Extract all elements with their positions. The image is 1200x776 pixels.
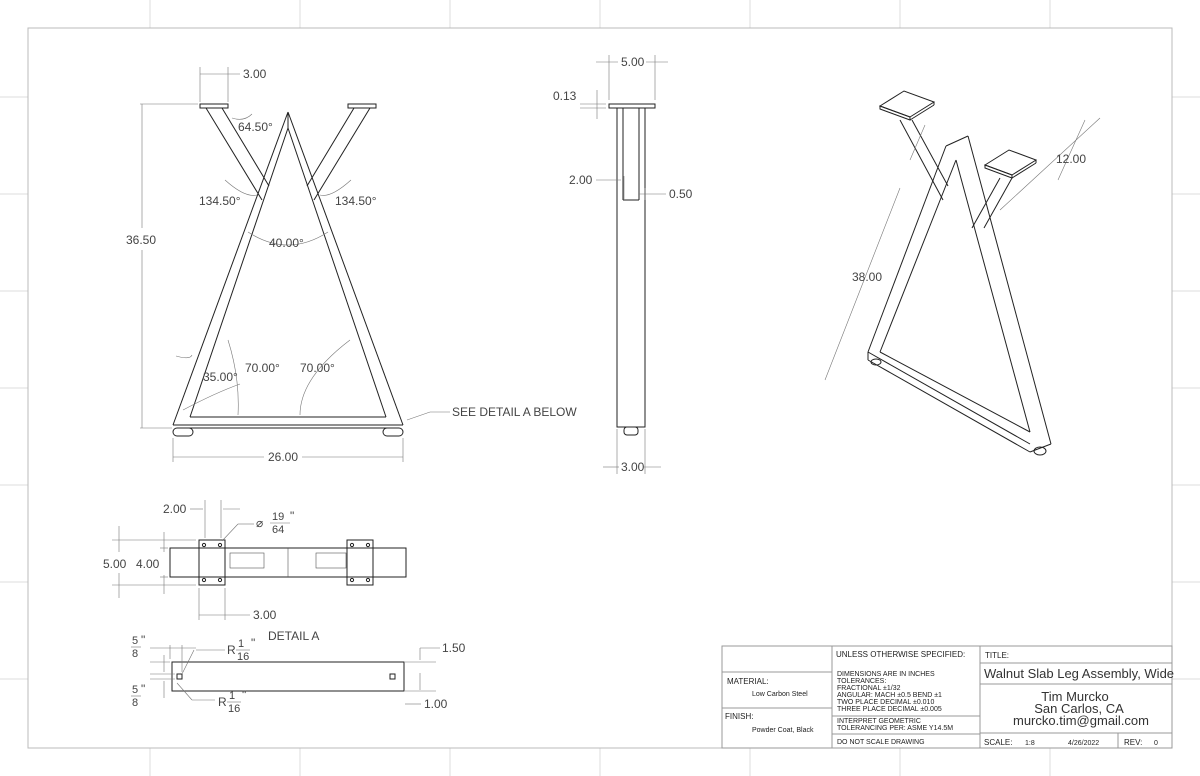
dim-outer: 5.00 (103, 557, 127, 571)
dim-hole-offset: 2.00 (163, 502, 187, 516)
finish-label: FINISH: (725, 712, 753, 721)
callout-detail-a: SEE DETAIL A BELOW (452, 405, 577, 419)
dim-plate-len: 3.00 (253, 608, 277, 622)
dim-plate-width: 5.00 (621, 55, 645, 69)
left-top-plate (199, 103, 229, 109)
rev-value: 0 (1154, 740, 1158, 747)
bot-frac-den: 8 (132, 697, 138, 709)
plate-view: 2.00 ⌀ 19 64 " 5.00 4.00 3.00 (103, 500, 407, 622)
spec-line-1: TOLERANCES: (837, 678, 886, 685)
r-top-label: R (227, 643, 236, 657)
dim-angle-left: 134.50° (199, 194, 241, 208)
dim-slot-depth: 2.00 (569, 173, 593, 187)
bot-frac-num: 5 (132, 684, 138, 696)
author-email: murcko.tim@gmail.com (1013, 713, 1149, 728)
hole-dia-unit: " (290, 509, 294, 523)
no-scale: DO NOT SCALE DRAWING (837, 739, 925, 746)
r-top-den: 16 (237, 651, 249, 663)
geom-line-2: TOLERANCING PER: ASME Y14.5M (837, 725, 953, 732)
spec-line-4: TWO PLACE DECIMAL ±0.010 (837, 699, 934, 706)
top-frac-inch: " (141, 633, 145, 647)
top-frac-num: 5 (132, 635, 138, 647)
hole-dia-num: 19 (272, 511, 284, 523)
dim-iso-offset: 12.00 (1056, 152, 1086, 166)
top-frac-den: 8 (132, 648, 138, 660)
front-view: 3.00 36.50 26.00 64.50° 134.50° 134.50° … (126, 67, 577, 464)
scale-value: 1:8 (1025, 740, 1035, 747)
spec-line-0: DIMENSIONS ARE IN INCHES (837, 671, 935, 678)
dim-right-bot: 1.00 (424, 697, 448, 711)
dim-plate-thickness: 0.13 (553, 89, 577, 103)
scale-label: SCALE: (984, 738, 1012, 747)
r-bot-label: R (218, 695, 227, 709)
dim-angle-base-right: 70.00° (300, 361, 335, 375)
bot-frac-inch: " (141, 682, 145, 696)
dim-angle-inner: 64.50° (238, 120, 273, 134)
dim-angle-corner: 35.00° (203, 370, 238, 384)
geom-line-1: INTERPRET GEOMETRIC (837, 718, 921, 725)
title-label: TITLE: (985, 651, 1009, 660)
dim-apex-angle: 40.00° (269, 236, 304, 250)
material-value: Low Carbon Steel (752, 691, 808, 698)
detail-a-title: DETAIL A (268, 629, 319, 643)
author-name: Tim Murcko (1041, 689, 1108, 704)
dim-leg-width: 3.00 (621, 460, 645, 474)
date: 4/26/2022 (1068, 740, 1099, 747)
r-top-inch: " (251, 636, 255, 650)
spec-line-2: FRACTIONAL ±1/32 (837, 685, 901, 692)
spec-line-5: THREE PLACE DECIMAL ±0.005 (837, 706, 942, 713)
right-top-plate (347, 103, 377, 109)
iso-view: 38.00 12.00 (824, 90, 1101, 456)
r-bot-den: 16 (228, 703, 240, 715)
spec-line-3: ANGULAR: MACH ±0.5 BEND ±1 (837, 692, 942, 699)
r-bot-inch: " (242, 688, 246, 702)
dim-inner: 4.00 (136, 557, 160, 571)
r-bot-num: 1 (229, 690, 235, 702)
title-value: Walnut Slab Leg Assembly, Wide (984, 666, 1174, 681)
dim-top-width: 3.00 (243, 67, 267, 81)
dim-angle-base-left: 70.00° (245, 361, 280, 375)
dim-angle-right: 134.50° (335, 194, 377, 208)
hole-dia-den: 64 (272, 524, 284, 536)
material-label: MATERIAL: (727, 677, 769, 686)
author-city: San Carlos, CA (1034, 701, 1124, 716)
r-top-num: 1 (238, 638, 244, 650)
dim-height: 36.50 (126, 233, 156, 247)
spec-header: UNLESS OTHERWISE SPECIFIED: (836, 650, 965, 659)
side-view: 5.00 0.13 2.00 0.50 3.00 (553, 55, 693, 474)
svg-text:⌀: ⌀ (256, 516, 263, 530)
detail-a-view: DETAIL A 5 8 " 5 8 " R 1 16 " R 1 16 " (131, 629, 466, 715)
dim-base-width: 26.00 (268, 450, 298, 464)
finish-value: Powder Coat, Black (752, 727, 814, 734)
rev-label: REV: (1124, 738, 1142, 747)
dim-right-top: 1.50 (442, 641, 466, 655)
dim-wall: 0.50 (669, 187, 693, 201)
title-block: MATERIAL: Low Carbon Steel FINISH: Powde… (721, 645, 1174, 749)
dim-iso-length: 38.00 (852, 270, 882, 284)
